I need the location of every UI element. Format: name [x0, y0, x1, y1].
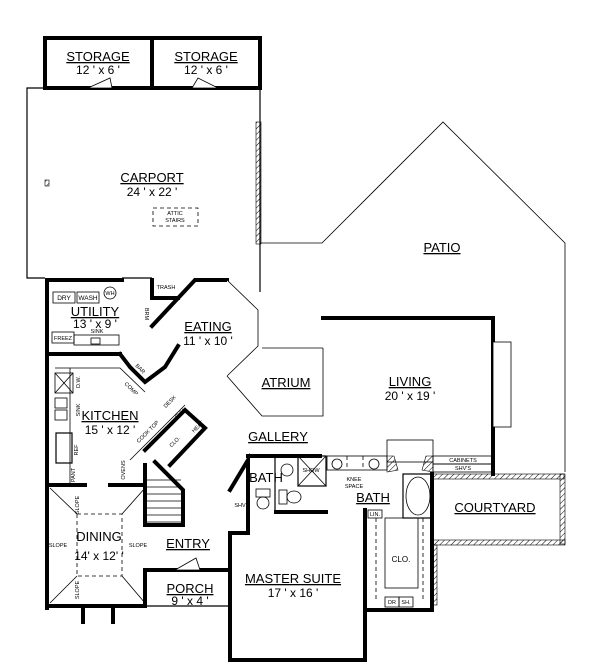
kitchen-dims: 15 ' x 12 ' — [85, 423, 136, 437]
svg-text:CABINETS: CABINETS — [449, 458, 477, 464]
storage-door-right — [191, 77, 219, 89]
staircase — [147, 479, 181, 523]
svg-text:DR: DR — [388, 600, 396, 606]
porch-label: PORCH — [167, 581, 214, 596]
storage-right-label: STORAGE — [174, 49, 238, 64]
eating-label: EATING — [184, 319, 231, 334]
patio-label: PATIO — [423, 240, 460, 255]
storage-right-dims: 12 ' x 6 ' — [184, 63, 228, 77]
svg-text:DRY: DRY — [57, 295, 71, 302]
storage-left-dims: 12 ' x 6 ' — [76, 63, 120, 77]
master-closet-label: CLO. — [392, 555, 411, 564]
hall-bath-label: BATH — [249, 470, 283, 485]
storage-door-left — [87, 77, 113, 89]
attic-stairs-outline — [152, 207, 199, 227]
storage-rooms — [43, 36, 262, 90]
room-labels: STORAGE 12 ' x 6 ' STORAGE 12 ' x 6 ' CA… — [66, 49, 535, 608]
utility-fixtures — [51, 286, 120, 346]
storage-left-label: STORAGE — [66, 49, 130, 64]
master-suite-label: MASTER SUITE — [245, 571, 341, 586]
svg-text:OVENS: OVENS — [121, 460, 127, 480]
svg-text:SLOPE: SLOPE — [129, 543, 148, 549]
svg-text:PANT: PANT — [71, 467, 77, 482]
courtyard-label: COURTYARD — [454, 500, 535, 515]
stairs-label: STAIRS — [165, 218, 185, 224]
svg-text:WASH: WASH — [78, 295, 98, 302]
dining-dims: 14' x 12' ' — [74, 549, 124, 563]
svg-text:WH: WH — [105, 291, 114, 297]
living-dims: 20 ' x 19 ' — [385, 389, 436, 403]
svg-text:LIN.: LIN. — [370, 512, 381, 518]
kitchen-fixtures — [54, 368, 74, 485]
utility-dims: 13 ' x 9 ' — [73, 317, 117, 331]
svg-text:KNEE: KNEE — [347, 477, 362, 483]
eating-dims: 11 ' x 10 ' — [183, 334, 233, 348]
living-label: LIVING — [389, 374, 432, 389]
svg-text:DESK: DESK — [163, 395, 178, 410]
patio-outline — [260, 121, 566, 472]
house-walls — [45, 277, 566, 662]
carport-wall-hatch — [255, 121, 262, 245]
master-bath-label: BATH — [356, 490, 390, 505]
svg-text:FREEZ: FREEZ — [54, 336, 73, 342]
svg-text:COOK TOP: COOK TOP — [136, 420, 161, 445]
svg-text:D.W.: D.W. — [76, 376, 82, 388]
utility-label: UTILITY — [71, 304, 120, 319]
kitchen-label: KITCHEN — [81, 408, 138, 423]
attic-label: ATTIC — [167, 211, 183, 217]
master-suite-dims: 17 ' x 16 ' — [268, 586, 319, 600]
carport-area — [26, 87, 262, 292]
svg-text:REF: REF — [74, 444, 80, 456]
svg-text:CLO.: CLO. — [169, 435, 183, 449]
svg-text:SLOPE: SLOPE — [49, 543, 68, 549]
dining-tray-ceiling — [76, 513, 123, 577]
atrium-label: ATRIUM — [262, 375, 311, 390]
svg-text:SH.: SH. — [401, 600, 411, 606]
dining-label: DINING — [76, 529, 122, 544]
svg-text:SLOPE: SLOPE — [75, 580, 81, 599]
svg-text:SHV: SHV — [234, 503, 246, 509]
gallery-label: GALLERY — [248, 429, 308, 444]
svg-text:SPACE: SPACE — [345, 484, 364, 490]
svg-text:SHOW: SHOW — [302, 468, 320, 474]
svg-text:BRM: BRM — [143, 308, 149, 321]
svg-text:SINK: SINK — [91, 329, 104, 335]
svg-text:TRASH: TRASH — [157, 285, 176, 291]
carport-label: CARPORT — [120, 170, 183, 185]
svg-text:SLOPE: SLOPE — [75, 495, 81, 514]
svg-text:SHV'S: SHV'S — [455, 466, 471, 472]
porch-dims: 9 ' x 4 ' — [171, 594, 208, 608]
svg-text:SINK: SINK — [76, 403, 82, 416]
carport-post — [44, 179, 50, 187]
carport-dims: 24 ' x 22 ' — [127, 185, 178, 199]
front-door — [173, 557, 201, 571]
entry-label: ENTRY — [166, 536, 210, 551]
